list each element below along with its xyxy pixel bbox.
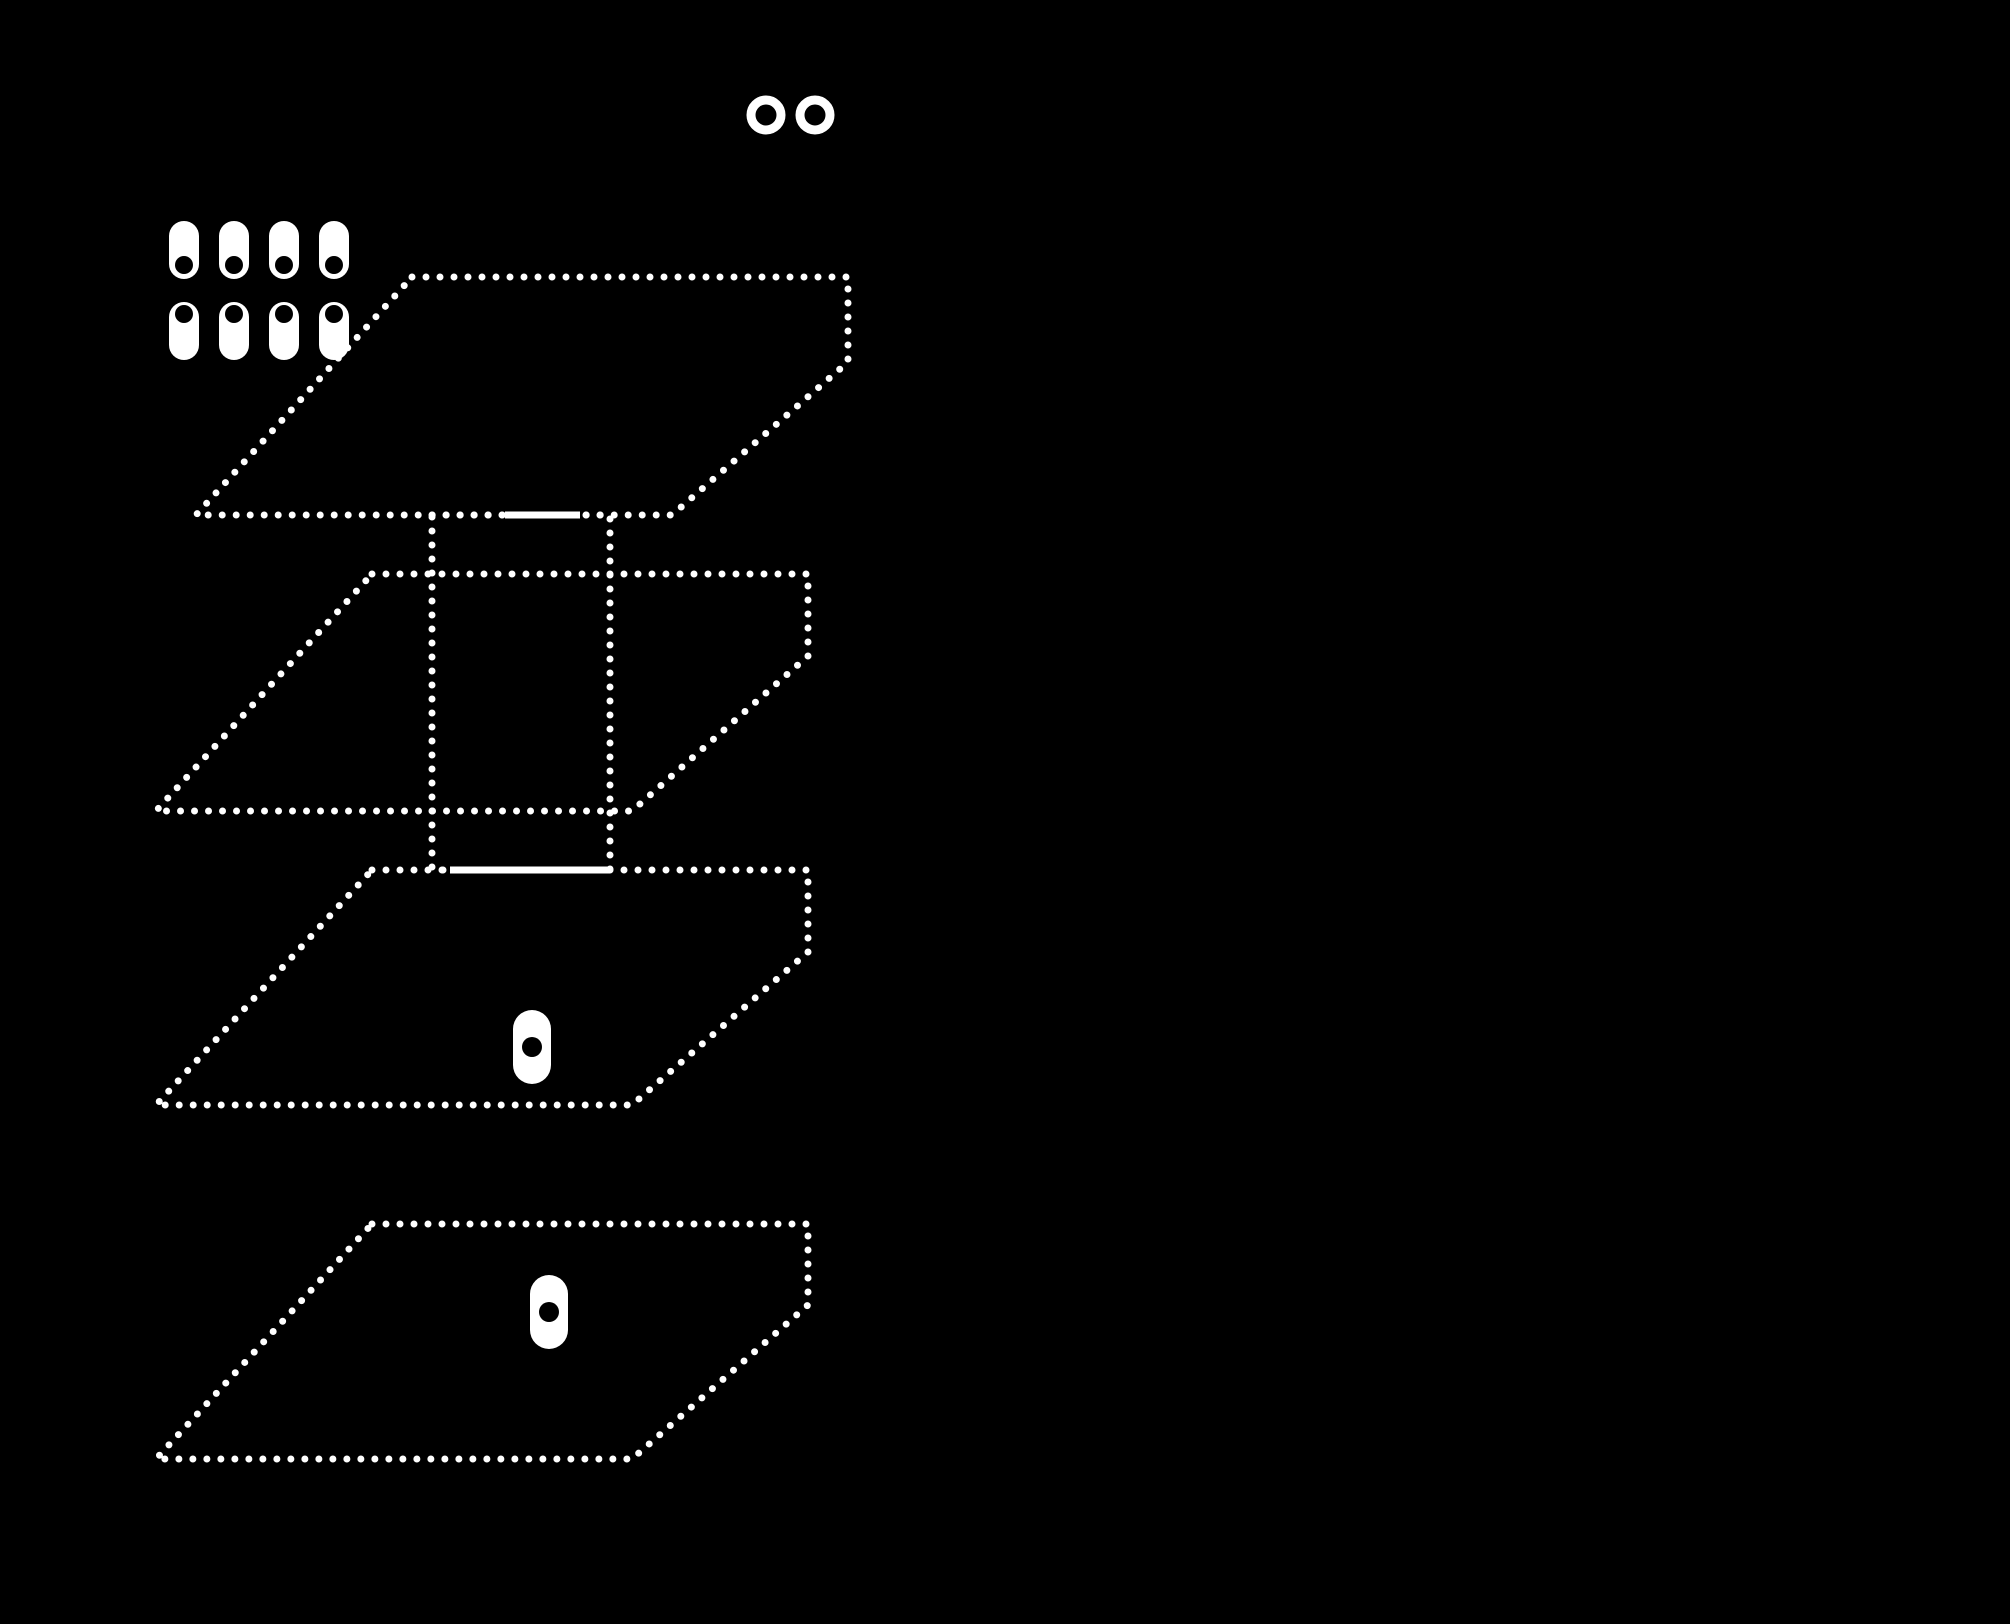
- layer-1-outline: [188, 273, 852, 519]
- pill-icon: [219, 302, 249, 360]
- pill-icon: [219, 221, 249, 279]
- pill-icon: [169, 221, 199, 279]
- ring-icons: [746, 95, 835, 135]
- pill-hole: [225, 256, 243, 274]
- ring-icon: [795, 95, 835, 135]
- pill-icon: [319, 302, 349, 360]
- pill-icon: [269, 302, 299, 360]
- pill-group-top-row: [169, 221, 349, 279]
- pill-hole: [275, 256, 293, 274]
- pill-hole: [175, 256, 193, 274]
- pill-hole: [325, 305, 343, 323]
- pill-hole: [539, 1302, 559, 1322]
- ring-icon: [746, 95, 786, 135]
- layer-connector: [428, 511, 614, 874]
- pill-markers: [513, 1010, 568, 1349]
- pill-marker-layer-4: [530, 1275, 568, 1349]
- layer-stack: [148, 273, 852, 1463]
- pill-hole: [522, 1037, 542, 1057]
- layer-3-outline: [148, 866, 812, 1109]
- pill-icon: [269, 221, 299, 279]
- pill-icon: [319, 221, 349, 279]
- pill-hole: [175, 305, 193, 323]
- layer-4-outline: [148, 1220, 812, 1463]
- layer-2-outline: [148, 570, 812, 815]
- pill-hole: [325, 256, 343, 274]
- pill-hole: [225, 305, 243, 323]
- pill-icon: [169, 302, 199, 360]
- pill-group-bottom-row: [169, 302, 349, 360]
- pill-hole: [275, 305, 293, 323]
- pill-marker-layer-3: [513, 1010, 551, 1084]
